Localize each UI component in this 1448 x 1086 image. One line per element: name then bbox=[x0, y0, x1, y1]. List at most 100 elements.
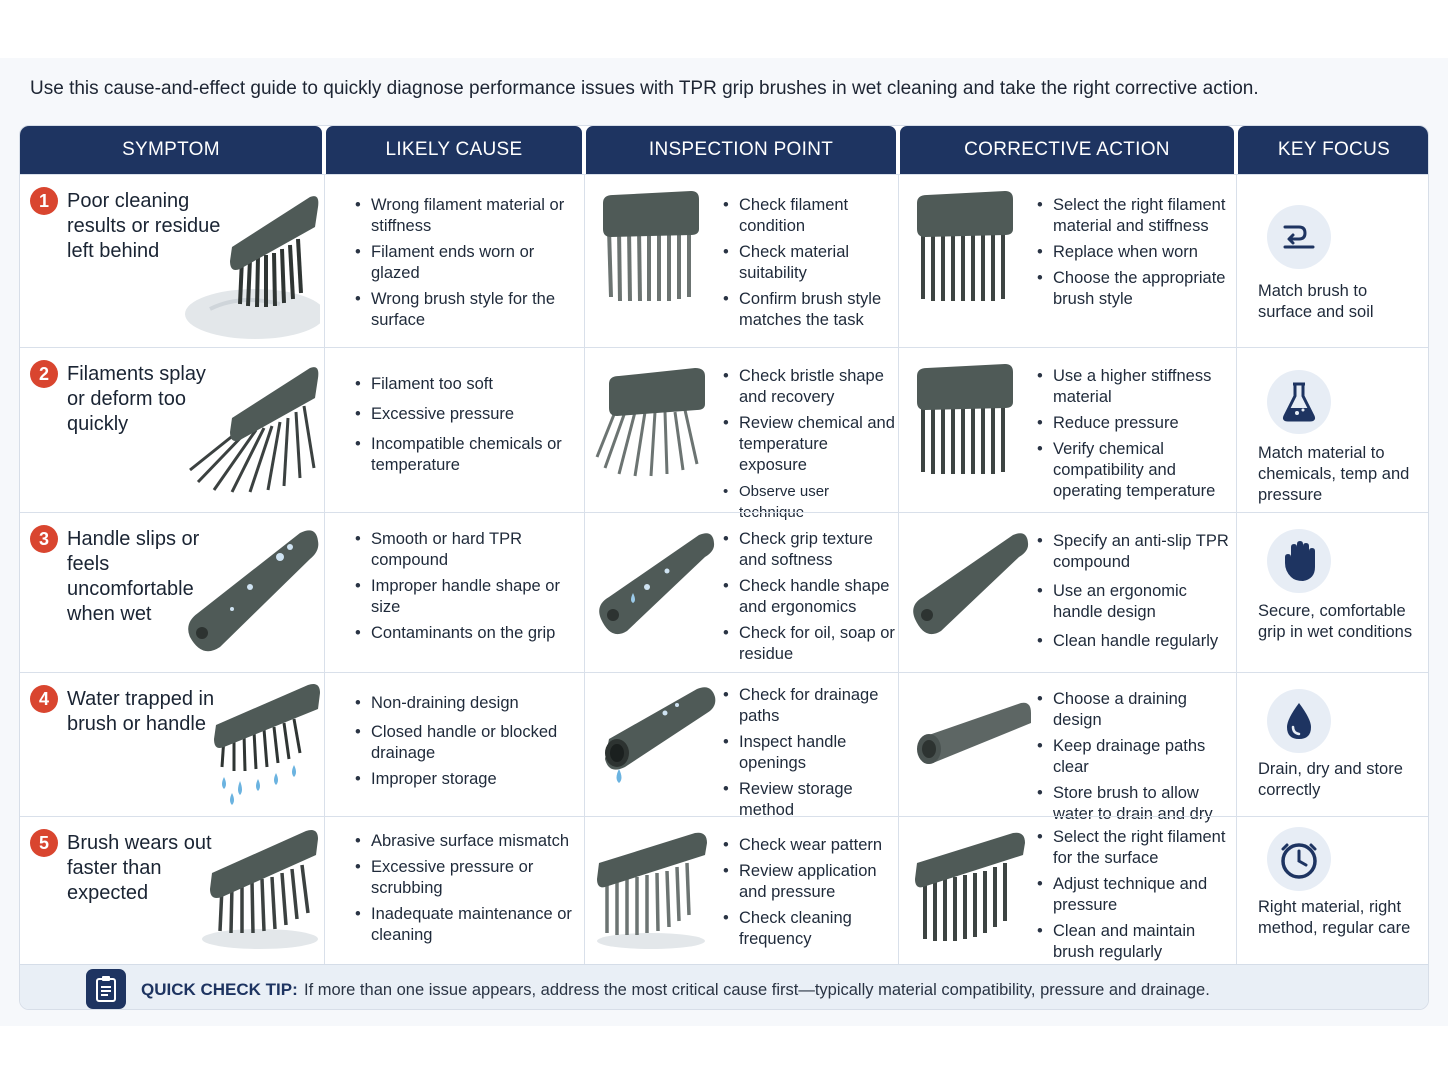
symptom-cell: 2 Filaments splay or deform too quickly bbox=[20, 348, 324, 512]
header-inspection-point: INSPECTION POINT bbox=[586, 126, 896, 174]
action-item: Choose the appropriate brush style bbox=[1037, 268, 1232, 310]
symptom-title: Poor cleaning results or residue left be… bbox=[67, 190, 221, 262]
wet-handle-illustration bbox=[188, 530, 319, 652]
focus-text: Match material to chemicals, temp and pr… bbox=[1258, 444, 1410, 504]
clipboard-icon bbox=[86, 969, 126, 1009]
inspection-item: Check for oil, soap or residue bbox=[723, 623, 895, 665]
action-item: Use an ergonomic handle design bbox=[1037, 581, 1232, 623]
action-item: Keep drainage paths clear bbox=[1037, 736, 1232, 778]
action-item: Verify chemical compatibility and operat… bbox=[1037, 439, 1232, 502]
brush-corrected-illustration bbox=[917, 191, 1013, 301]
inspection-item: Check for drainage paths bbox=[723, 685, 895, 727]
action-item: Replace when worn bbox=[1037, 242, 1232, 263]
inspection-item: Check cleaning frequency bbox=[723, 908, 895, 950]
focus-cell: Drain, dry and store correctly bbox=[1236, 673, 1428, 816]
row-number-badge: 2 bbox=[30, 360, 58, 388]
brush-splay-inspection-illustration bbox=[595, 368, 705, 477]
symptom-cell: 4 Water trapped in brush or handle bbox=[20, 673, 324, 816]
cause-cell: Filament too soft Excessive pressure Inc… bbox=[324, 348, 584, 512]
inspection-item: Inspect handle openings bbox=[723, 732, 895, 774]
cause-item: Excessive pressure bbox=[355, 404, 565, 425]
symptom-title: Brush wears out faster than expected bbox=[67, 832, 212, 904]
inspection-cell: Check bristle shape and recovery Review … bbox=[584, 348, 898, 521]
inspection-cell: Check wear pattern Review application an… bbox=[584, 817, 898, 964]
wear-pattern-illustration bbox=[597, 832, 707, 949]
brush-splayed-illustration bbox=[189, 367, 319, 493]
inspection-item: Check bristle shape and recovery bbox=[723, 366, 895, 408]
inspection-cell: Check for drainage paths Inspect handle … bbox=[584, 673, 898, 819]
table-row: 1 Poor cleaning results or residue left … bbox=[20, 174, 1428, 347]
adjust-lines-icon bbox=[1267, 205, 1331, 269]
open-handle-illustration bbox=[605, 687, 716, 783]
inspection-item: Check grip texture and softness bbox=[723, 529, 895, 571]
action-item: Clean and maintain brush regularly bbox=[1037, 921, 1232, 963]
inspection-item: Confirm brush style matches the task bbox=[723, 289, 893, 331]
cause-item: Abrasive surface mismatch bbox=[355, 831, 580, 852]
action-item: Select the right filament for the surfac… bbox=[1037, 827, 1232, 869]
action-cell: Select the right filament for the surfac… bbox=[898, 817, 1236, 964]
action-item: Store brush to allow water to drain and … bbox=[1037, 783, 1232, 825]
action-item: Specify an anti-slip TPR compound bbox=[1037, 531, 1232, 573]
hand-icon bbox=[1267, 529, 1331, 593]
focus-text: Drain, dry and store correctly bbox=[1258, 760, 1403, 799]
symptom-title: Water trapped in brush or handle bbox=[67, 688, 215, 735]
focus-text: Secure, comfortable grip in wet conditio… bbox=[1258, 602, 1413, 641]
inspection-cell: Check filament condition Check material … bbox=[584, 175, 898, 347]
handle-grip-illustration bbox=[599, 533, 715, 635]
cause-item: Contaminants on the grip bbox=[355, 623, 565, 644]
header-symptom: SYMPTOM bbox=[20, 126, 322, 174]
inspection-item: Check filament condition bbox=[723, 195, 893, 237]
action-item: Reduce pressure bbox=[1037, 413, 1232, 434]
brush-stiff-illustration bbox=[917, 364, 1013, 474]
diagnosis-table: SYMPTOM LIKELY CAUSE INSPECTION POINT CO… bbox=[19, 125, 1429, 1010]
brush-residue-illustration bbox=[185, 196, 320, 339]
symptom-cell: 3 Handle slips or feels uncomfortable wh… bbox=[20, 513, 324, 672]
cause-cell: Smooth or hard TPR compound Improper han… bbox=[324, 513, 584, 672]
row-number-badge: 4 bbox=[30, 685, 58, 713]
tip-label: QUICK CHECK TIP: bbox=[141, 980, 298, 999]
worn-brush-illustration bbox=[202, 830, 318, 949]
quick-check-tip-bar: QUICK CHECK TIP: If more than one issue … bbox=[20, 964, 1428, 1009]
header-corrective-action: CORRECTIVE ACTION bbox=[900, 126, 1234, 174]
cause-item: Inadequate maintenance or cleaning bbox=[355, 904, 580, 946]
action-item: Clean handle regularly bbox=[1037, 631, 1232, 652]
action-item: Select the right filament material and s… bbox=[1037, 195, 1232, 237]
focus-text: Right material, right method, regular ca… bbox=[1258, 898, 1411, 937]
draining-handle-illustration bbox=[917, 702, 1031, 764]
table-row: 2 Filaments splay or deform too quickly … bbox=[20, 347, 1428, 521]
table-row: 4 Water trapped in brush or handle Non-d… bbox=[20, 672, 1428, 823]
cause-item: Incompatible chemicals or temperature bbox=[355, 434, 565, 476]
cause-item: Improper handle shape or size bbox=[355, 576, 565, 618]
water-drop-icon bbox=[1267, 689, 1331, 753]
action-cell: Choose a draining design Keep drainage p… bbox=[898, 673, 1236, 823]
cause-item: Excessive pressure or scrubbing bbox=[355, 857, 580, 899]
brush-inspection-illustration bbox=[603, 191, 699, 302]
focus-cell: Match material to chemicals, temp and pr… bbox=[1236, 348, 1428, 512]
cause-item: Wrong filament material or stiffness bbox=[355, 195, 565, 237]
table-row: 5 Brush wears out faster than expected A… bbox=[20, 816, 1428, 964]
inspection-item: Check material suitability bbox=[723, 242, 893, 284]
inspection-item: Review application and pressure bbox=[723, 861, 895, 903]
inspection-item: Check handle shape and ergonomics bbox=[723, 576, 895, 618]
symptom-title: Filaments splay or deform too quickly bbox=[67, 363, 206, 435]
maintained-brush-illustration bbox=[915, 832, 1025, 941]
cause-cell: Wrong filament material or stiffness Fil… bbox=[324, 175, 584, 347]
cause-item: Wrong brush style for the surface bbox=[355, 289, 565, 331]
focus-cell: Match brush to surface and soil bbox=[1236, 175, 1428, 347]
cause-item: Smooth or hard TPR compound bbox=[355, 529, 565, 571]
inspection-item: Review chemical and temperature exposure bbox=[723, 413, 895, 476]
cause-cell: Non-draining design Closed handle or blo… bbox=[324, 673, 584, 816]
cause-cell: Abrasive surface mismatch Excessive pres… bbox=[324, 817, 584, 964]
inspection-cell: Check grip texture and softness Check ha… bbox=[584, 513, 898, 672]
table-row: 3 Handle slips or feels uncomfortable wh… bbox=[20, 512, 1428, 672]
row-number-badge: 3 bbox=[30, 525, 58, 553]
action-cell: Use a higher stiffness material Reduce p… bbox=[898, 348, 1236, 512]
cause-item: Closed handle or blocked drainage bbox=[355, 722, 565, 764]
symptom-cell: 1 Poor cleaning results or residue left … bbox=[20, 175, 324, 347]
row-number-badge: 1 bbox=[30, 187, 58, 215]
action-item: Adjust technique and pressure bbox=[1037, 874, 1232, 916]
symptom-title: Handle slips or feels uncomfortable when… bbox=[67, 528, 200, 625]
action-cell: Specify an anti-slip TPR compound Use an… bbox=[898, 513, 1236, 672]
action-cell: Select the right filament material and s… bbox=[898, 175, 1236, 347]
cause-item: Non-draining design bbox=[355, 693, 565, 714]
